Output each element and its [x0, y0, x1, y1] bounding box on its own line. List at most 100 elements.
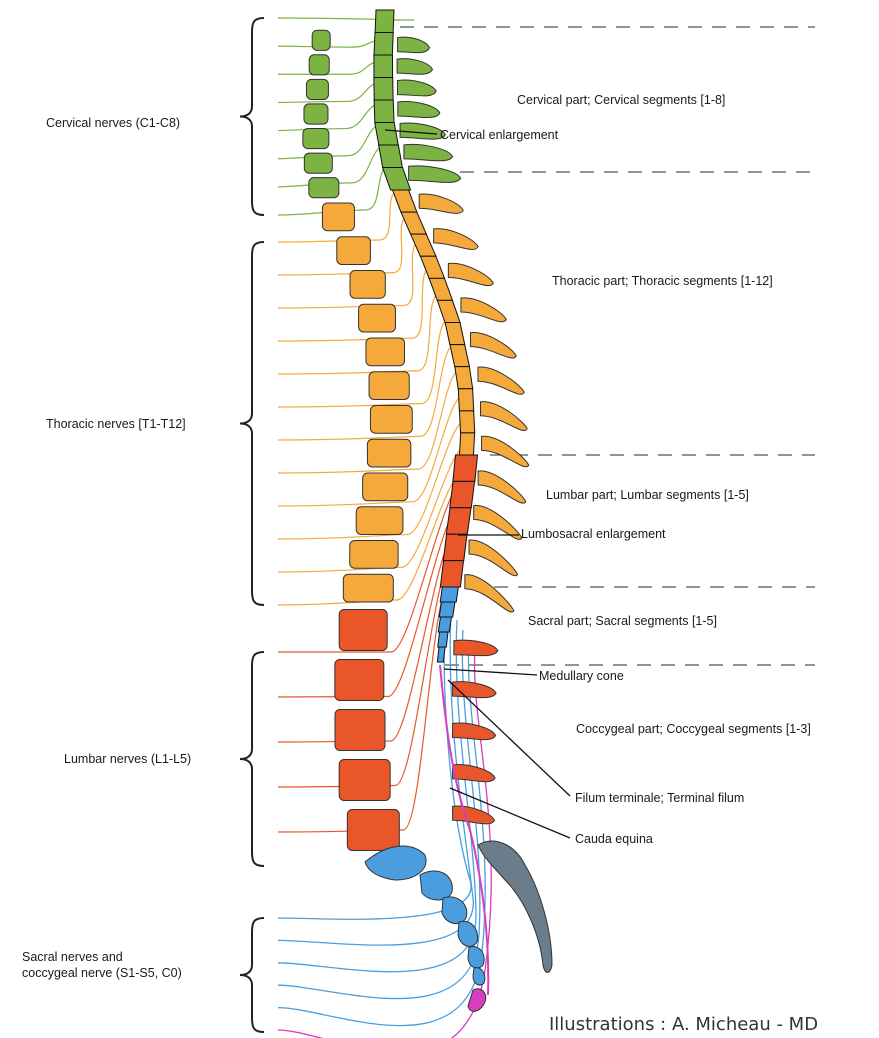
- thoracic-vertebra-2: [337, 237, 371, 265]
- cervical-vertebra-6: [304, 153, 332, 173]
- coccyx-2: [473, 968, 485, 985]
- cord-thoracic-segment-2: [401, 212, 426, 234]
- lumbar-part-label: Lumbar part; Lumbar segments [1-5]: [546, 488, 749, 502]
- cervical-spinous-process-7: [409, 166, 461, 183]
- cervical-vertebra-4: [304, 104, 328, 124]
- thoracic-vertebra-8: [367, 439, 410, 467]
- cord-lumbar-segment-2: [450, 481, 475, 507]
- thoracic-vertebra-12: [343, 574, 393, 602]
- sacral-bracket: [240, 918, 264, 1032]
- cord-thoracic-segment-7: [445, 323, 465, 345]
- filum-terminale-label: Filum terminale; Terminal filum: [575, 791, 744, 805]
- sacral-crest: [478, 841, 552, 972]
- cord-cervical-segment-4: [374, 78, 393, 101]
- cord-sacral-segment-3: [438, 617, 451, 632]
- cervical-part-label: Cervical part; Cervical segments [1-8]: [517, 93, 725, 107]
- cervical-vertebra-5: [303, 128, 329, 148]
- thoracic-vertebra-11: [350, 541, 398, 569]
- cord-sacral-segment-5: [437, 647, 445, 662]
- cauda-equina-label: Cauda equina: [575, 832, 653, 846]
- cervical-spinous-process-6: [404, 144, 453, 160]
- cord-cervical-segment-6: [375, 123, 398, 146]
- sacral-nerves-label-line2: coccygeal nerve (S1-S5, C0): [22, 966, 182, 980]
- cord-lumbar-segment-1: [453, 455, 478, 481]
- lumbar-vertebra-1: [339, 610, 387, 651]
- thoracic-spinous-process-6: [478, 367, 524, 394]
- cervical-vertebra-2: [309, 55, 329, 75]
- cervical-vertebra-1: [312, 30, 330, 50]
- thoracic-vertebra-3: [350, 271, 385, 299]
- thoracic-vertebra-10: [356, 507, 403, 535]
- thoracic-spinous-process-4: [461, 298, 506, 322]
- lumbar-spinous-process-3: [453, 723, 496, 740]
- cervical-vertebra-7: [309, 178, 339, 198]
- thoracic-spinous-process-12: [465, 575, 514, 612]
- lumbar-vertebra-4: [339, 760, 390, 801]
- cord-thoracic-segment-1: [393, 190, 417, 212]
- cervical-vertebra-3: [306, 79, 328, 99]
- medullary-cone-label: Medullary cone: [539, 669, 624, 683]
- lumbar-spinous-process-1: [454, 640, 498, 656]
- cervical-nerve-4: [278, 82, 383, 102]
- thoracic-spinous-process-5: [470, 332, 516, 358]
- cord-cervical-segment-1: [375, 10, 394, 33]
- cervical-nerve-3: [278, 61, 383, 74]
- thoracic-vertebra-9: [363, 473, 408, 501]
- lumbar-vertebra-3: [335, 710, 385, 751]
- cord-cervical-segment-3: [374, 55, 393, 78]
- thoracic-vertebra-4: [359, 304, 396, 332]
- sacrum-body: [365, 846, 426, 880]
- sacral-segment-2: [420, 871, 452, 900]
- thoracic-spinous-process-11: [469, 540, 518, 576]
- thoracic-spinous-process-9: [478, 471, 526, 503]
- cervical-enlargement-label: Cervical enlargement: [440, 128, 559, 142]
- cord-cervical-segment-7: [379, 145, 403, 168]
- cervical-nerves-label: Cervical nerves (C1-C8): [46, 116, 180, 130]
- thoracic-nerves-label: Thoracic nerves [T1-T12]: [46, 417, 186, 431]
- cord-sacral-segment-2: [439, 602, 455, 617]
- cord-lumbar-segment-3: [446, 508, 471, 534]
- lumbar-nerves-label: Lumbar nerves (L1-L5): [64, 752, 191, 766]
- thoracic-vertebra-1: [322, 203, 354, 231]
- illustration-credit: Illustrations : A. Micheau - MD: [549, 1014, 818, 1035]
- part-labels: Cervical part; Cervical segments [1-8] T…: [517, 93, 811, 736]
- thoracic-spinous-process-1: [419, 194, 463, 213]
- cord-thoracic-segment-12: [460, 433, 475, 455]
- sacral-segment-4: [458, 921, 478, 946]
- thoracic-spinous-process-2: [434, 229, 478, 250]
- cord-sacral-segment-1: [440, 587, 458, 602]
- cord-cervical-segment-2: [374, 33, 393, 56]
- medullary-cone-leader: [444, 669, 537, 675]
- lumbosacral-enlargement-label: Lumbosacral enlargement: [521, 527, 666, 541]
- thoracic-spinous-process-8: [482, 436, 529, 467]
- lumbar-vertebra-5: [347, 810, 399, 851]
- thoracic-bracket: [240, 242, 264, 605]
- cervical-spinous-process-3: [397, 80, 436, 96]
- cord-thoracic-segment-6: [437, 300, 460, 322]
- cord-cervical-segment-5: [374, 100, 394, 123]
- cord-thoracic-segment-8: [450, 345, 470, 367]
- thoracic-spinous-process-7: [480, 402, 527, 431]
- sacral-part-label: Sacral part; Sacral segments [1-5]: [528, 614, 717, 628]
- thoracic-vertebra-6: [369, 372, 409, 400]
- lumbar-spinous-process-4: [453, 765, 496, 782]
- thoracic-spinous-process-3: [448, 263, 493, 285]
- cord-thoracic-segment-9: [455, 367, 473, 389]
- region-brackets: [240, 18, 264, 1032]
- cord-lumbar-segment-5: [440, 561, 463, 587]
- cord-thoracic-segment-10: [458, 389, 473, 411]
- thoracic-vertebra-5: [366, 338, 405, 366]
- cord-cervical-segment-8: [383, 168, 411, 191]
- cervical-bracket: [240, 18, 264, 215]
- cervical-spinous-process-1: [398, 37, 430, 53]
- sacrum-coccyx: [365, 841, 552, 1011]
- cord-lumbar-segment-4: [443, 534, 467, 560]
- thoracic-nerve-5: [278, 292, 442, 374]
- cord-sacral-segment-4: [438, 632, 448, 647]
- cervical-nerve-2: [278, 41, 384, 47]
- thoracic-part-label: Thoracic part; Thoracic segments [1-12]: [552, 274, 773, 288]
- thoracic-spinous-process-10: [474, 505, 522, 539]
- thoracic-vertebra-7: [370, 406, 412, 434]
